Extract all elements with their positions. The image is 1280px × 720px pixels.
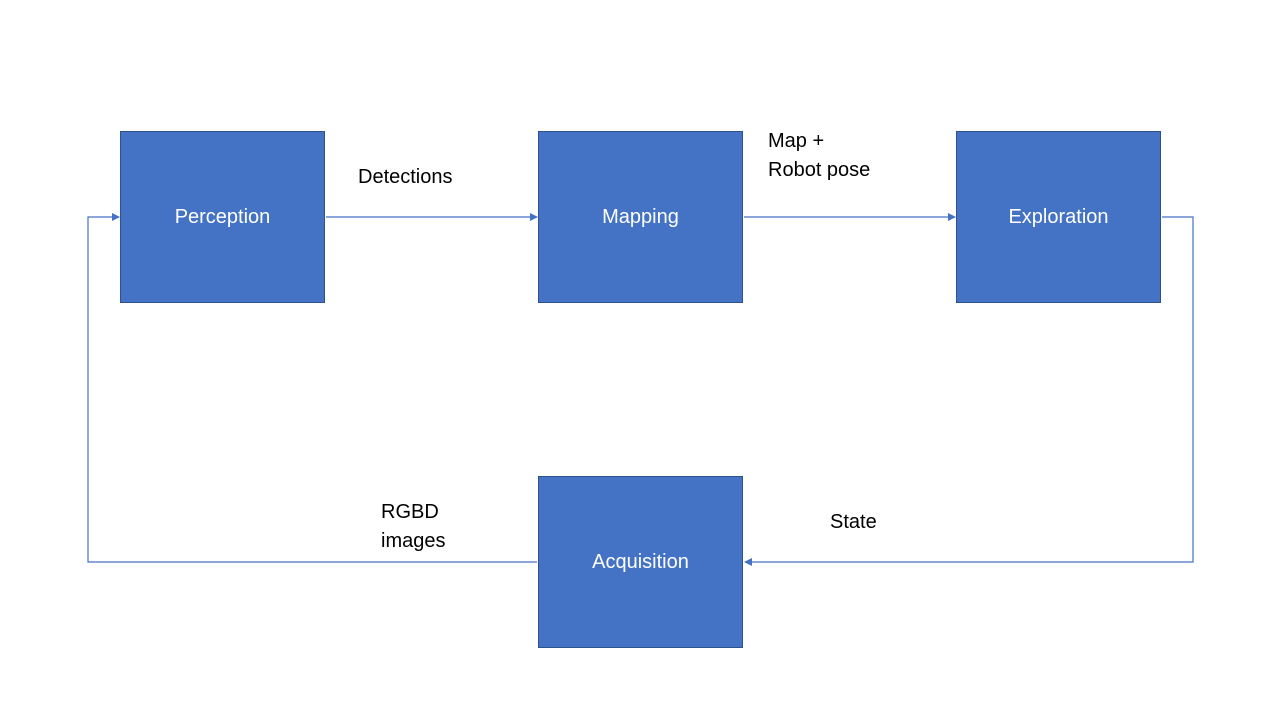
exploration-block: Exploration (956, 131, 1161, 303)
acquisition-block: Acquisition (538, 476, 743, 648)
exploration-label: Exploration (1008, 205, 1109, 228)
edge-label-detections: Detections (358, 166, 453, 188)
arrow-acquisition-to-perception (87, 213, 537, 563)
edge-label-map-robot-pose: Map + Robot pose (768, 130, 871, 181)
edge-label-state: State (830, 511, 877, 533)
edge-label-rgbd-images: RGBD images (381, 501, 446, 552)
mapping-block: Mapping (538, 131, 743, 303)
acquisition-label: Acquisition (592, 550, 689, 573)
arrow-exploration-to-acquisition (744, 216, 1194, 566)
perception-block: Perception (120, 131, 325, 303)
perception-label: Perception (174, 205, 271, 228)
mapping-label: Mapping (602, 205, 679, 228)
